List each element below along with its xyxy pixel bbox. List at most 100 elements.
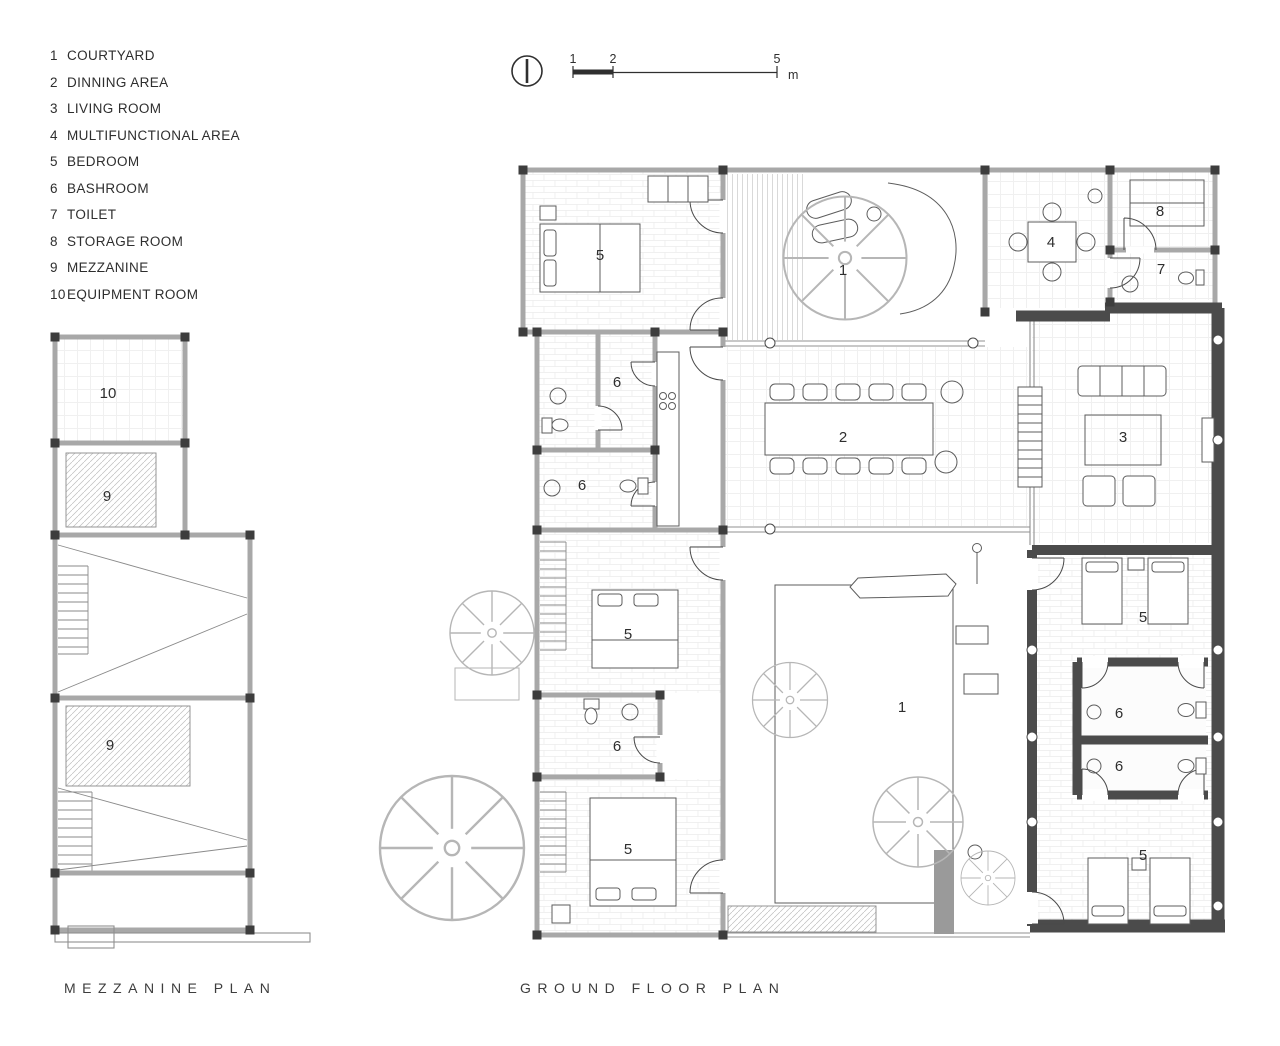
legend-item: 4 MULTIFUNCTIONAL AREA	[50, 128, 240, 143]
multifunctional-furniture	[1008, 188, 1103, 282]
room-label-bedroom-tl: 5	[596, 247, 604, 264]
storage-furniture	[1129, 179, 1205, 227]
legend-item: 1 COURTYARD	[50, 48, 240, 63]
legend-item-number: 2	[50, 74, 58, 90]
entry-walk	[727, 850, 954, 934]
ground-floor-plan-title: GROUND FLOOR PLAN	[520, 980, 786, 996]
room-label-mezzanine-upper: 9	[103, 488, 111, 505]
mezz-slope-lines	[57, 544, 248, 871]
legend-item-label: MEZZANINE	[67, 260, 149, 275]
legend-item-label: LIVING ROOM	[67, 101, 162, 116]
bath-r2-fixtures	[1086, 757, 1207, 775]
door-openings	[594, 200, 1204, 924]
ground-walls-dark	[1016, 302, 1225, 933]
mezz-hatch-upper	[65, 452, 157, 528]
bedroom-tl-furniture	[539, 175, 709, 293]
mezzanine-plan-title: MEZZANINE PLAN	[64, 980, 277, 996]
legend-item-number: 8	[50, 233, 58, 249]
legend-item-number: 1	[50, 48, 58, 63]
room-label-storage: 8	[1156, 203, 1164, 220]
toilet-room-fixtures	[1121, 269, 1205, 293]
legend-item-label: COURTYARD	[67, 48, 155, 63]
mezzanine-plan: 10 9 9	[50, 332, 311, 949]
scale-mark: 5	[774, 52, 781, 66]
room-label-courtyard-main: 1	[898, 699, 906, 716]
scale-bar: 1 2 5 m	[570, 52, 799, 82]
scale-unit: m	[788, 68, 798, 82]
legend-item-label: BASHROOM	[67, 180, 149, 196]
bedroom-r-top-furniture	[1081, 557, 1189, 625]
scale-mark: 2	[610, 52, 617, 66]
room-label-bath-mid: 6	[613, 738, 621, 755]
door-swings	[597, 199, 1205, 925]
room-label-bedroom-r-top: 5	[1139, 609, 1147, 626]
mezz-hatch-lower	[65, 705, 191, 787]
tree-icon	[782, 195, 908, 321]
mezz-stair-upper	[58, 565, 89, 655]
legend-item-label: TOILET	[67, 207, 117, 222]
bath-2-fixtures	[543, 477, 649, 497]
ground-floor-plan: 5 1 4 8 7 6 2 3 6 5 1 6 5 5 6 6 5	[378, 165, 1225, 940]
bath-mid-fixtures	[583, 698, 639, 725]
mezz-walls	[52, 334, 253, 933]
room-label-courtyard-top: 1	[839, 262, 847, 279]
mezz-room-10-floor	[57, 339, 183, 441]
legend-item: 7 TOILET	[50, 207, 240, 222]
scale-mark: 1	[570, 52, 577, 66]
legend-item-label: BEDROOM	[67, 154, 140, 169]
legend-item-label: EQUIPMENT ROOM	[67, 286, 199, 302]
room-label-bedroom-low: 5	[624, 841, 632, 858]
legend-item-number: 5	[50, 154, 58, 169]
room-label-equipment: 10	[100, 385, 117, 402]
legend-item: 2 DINNING AREA	[50, 75, 240, 90]
living-furniture	[1077, 365, 1215, 507]
room-label-bedroom-mid: 5	[624, 626, 632, 643]
legend-item: 3 LIVING ROOM	[50, 101, 240, 116]
stair-mid	[540, 541, 567, 651]
room-label-bath-r2: 6	[1115, 758, 1123, 775]
legend-item: 5 BEDROOM	[50, 154, 240, 169]
room-label-bath-r1: 6	[1115, 705, 1123, 722]
tree-icon	[872, 776, 964, 868]
bedroom-r-bot-furniture	[1087, 857, 1191, 925]
legend-item-number: 9	[50, 260, 58, 275]
column-markers	[764, 334, 1224, 912]
legend-item-number: 4	[50, 127, 58, 143]
trees	[378, 195, 1016, 922]
courtyard-main-landscape	[774, 543, 999, 904]
room-label-bedroom-r-bot: 5	[1139, 847, 1147, 864]
legend-item-label: DINNING AREA	[67, 74, 169, 90]
room-label-bath-2: 6	[578, 477, 586, 494]
bedroom-low-furniture	[551, 797, 677, 924]
tree-icon	[449, 590, 535, 676]
shelf-unit	[1017, 386, 1043, 488]
mezz-stair-lower	[58, 791, 93, 873]
legend-item: 9 MEZZANINE	[50, 260, 240, 275]
room-label-bath-top: 6	[613, 374, 621, 391]
bedroom-mid-furniture	[591, 589, 679, 669]
ground-walls	[520, 167, 1218, 938]
legend-item-number: 3	[50, 101, 58, 116]
room-label-multifunctional: 4	[1047, 234, 1055, 251]
tree-icon	[960, 850, 1016, 906]
legend-item: 8 STORAGE ROOM	[50, 234, 240, 249]
legend-item-label: MULTIFUNCTIONAL AREA	[67, 127, 241, 143]
mezz-bottom-strip	[54, 925, 311, 949]
bath-top-fixtures	[541, 387, 569, 434]
legend-item-label: STORAGE ROOM	[67, 233, 184, 249]
legend-item-number: 7	[50, 207, 58, 222]
room-label-toilet: 7	[1157, 261, 1165, 278]
north-arrow-icon	[511, 55, 543, 87]
stair-low	[540, 791, 567, 873]
tree-icon	[751, 661, 829, 739]
tree-icon	[378, 774, 526, 922]
legend-item-number: 10	[50, 286, 66, 302]
legend-item-number: 6	[50, 180, 58, 196]
dining-furniture	[656, 351, 964, 527]
legend-item: 6 BASHROOM	[50, 181, 240, 196]
room-label-mezzanine-lower: 9	[106, 737, 114, 754]
room-label-dining: 2	[839, 429, 847, 446]
bath-r1-fixtures	[1086, 701, 1207, 720]
